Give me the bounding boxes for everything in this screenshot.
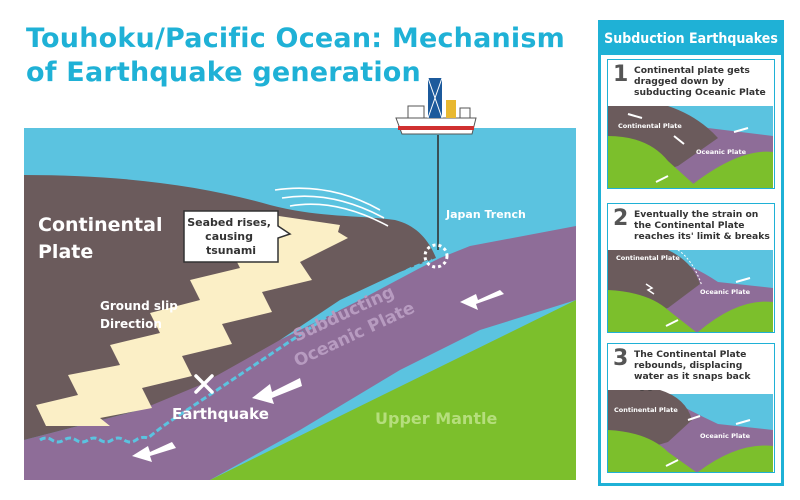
upper-mantle <box>210 300 576 480</box>
step-number: 1 <box>613 62 629 87</box>
oceanic-plate <box>24 226 576 480</box>
tsunami-waves <box>274 187 389 227</box>
step-2-oceanic-label: Oceanic Plate <box>700 288 751 296</box>
japan-trench-label: Japan Trench <box>445 208 526 221</box>
main-diagram: Continental Plate Seabed rises, causing … <box>24 77 576 480</box>
earthquake-x-icon <box>194 374 214 394</box>
drilling-ship-icon <box>395 77 477 135</box>
step-text: Continental plate gets dragged down by s… <box>634 65 766 98</box>
step-3-continental-label: Continental Plate <box>614 406 678 414</box>
seabed-callout <box>183 210 292 263</box>
earthquake-label: Earthquake <box>172 405 269 423</box>
step-text: The Continental Plate rebounds, displaci… <box>634 349 751 382</box>
step-1-oceanic-label: Oceanic Plate <box>696 148 747 156</box>
continental-plate-line-1: Continental <box>38 214 162 236</box>
step-2-card: 2 Eventually the strain on the Continent… <box>607 203 775 333</box>
step-3-oceanic-label: Oceanic Plate <box>700 432 751 440</box>
trench-marker <box>423 243 449 269</box>
panel-title: Subduction Earthquakes <box>601 23 781 55</box>
continental-plate-label: Continental Plate <box>38 214 169 263</box>
upper-mantle-label: Upper Mantle <box>375 409 497 428</box>
step-text: Eventually the strain on the Continental… <box>634 209 770 242</box>
step-3-card: 3 The Continental Plate rebounds, displa… <box>607 343 775 473</box>
step-number: 2 <box>613 206 629 231</box>
step-number: 3 <box>613 346 629 371</box>
plate-arrows <box>132 290 504 462</box>
seabed-callout-text: Seabed rises, causing tsunami <box>187 216 275 257</box>
seabed-callout-line-1: Seabed rises, <box>187 216 271 229</box>
ground-slip-line-1: Ground slip <box>100 299 178 313</box>
step-1-continental-label: Continental Plate <box>618 122 682 130</box>
seabed-callout-line-3: tsunami <box>206 244 256 257</box>
step-1-card: 1 Continental plate gets dragged down by… <box>607 59 775 189</box>
subduction-panel: Subduction Earthquakes 1 Continental pla… <box>598 20 784 486</box>
step-1-diagram: Continental Plate Oceanic Plate <box>608 106 773 188</box>
ground-slip-arrow <box>36 215 348 426</box>
seabed-callout-line-2: causing <box>205 230 253 243</box>
page-title: Touhoku/Pacific Ocean: Mechanism of Eart… <box>26 23 565 88</box>
step-3-diagram: Continental Plate Oceanic Plate <box>608 390 773 472</box>
step-2-continental-label: Continental Plate <box>616 254 680 262</box>
continental-plate-line-2: Plate <box>38 241 93 263</box>
fault-line <box>39 258 433 444</box>
ground-slip-label: Ground slip Direction <box>100 299 182 331</box>
ground-slip-line-2: Direction <box>100 317 162 331</box>
step-2-diagram: Continental Plate Oceanic Plate <box>608 250 773 332</box>
